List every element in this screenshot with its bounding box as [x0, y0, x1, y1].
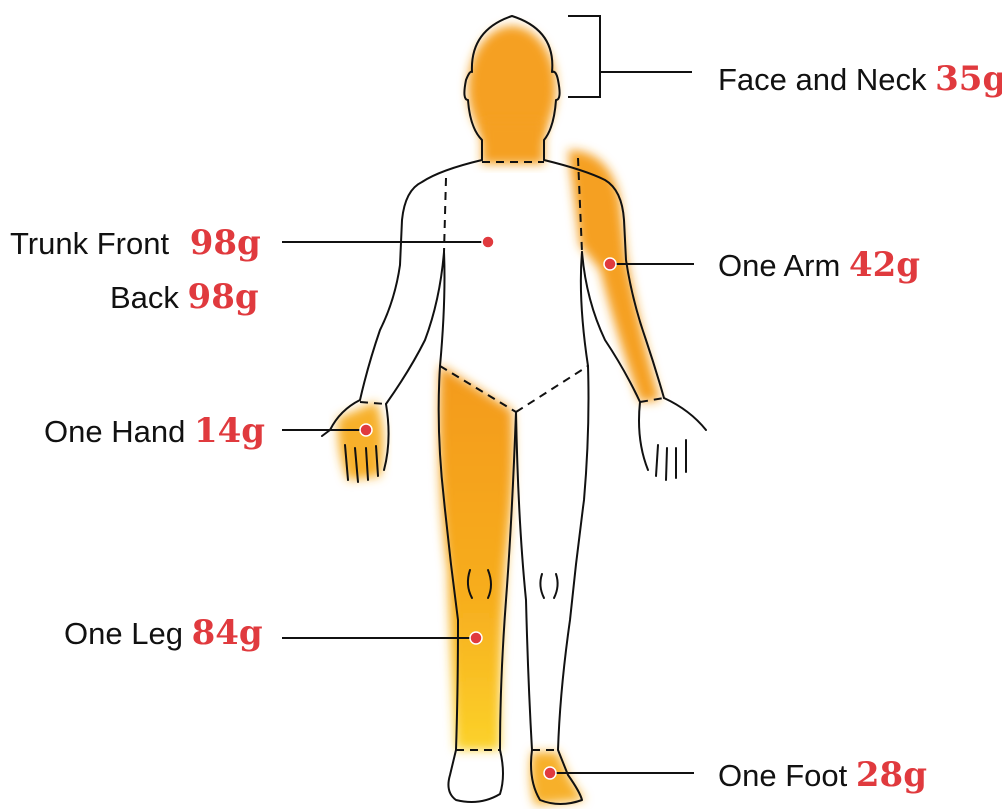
- trunk-front-value: 98g: [190, 223, 261, 263]
- arm-dot: [604, 258, 616, 270]
- one-leg-value: 84g: [192, 613, 263, 653]
- highlight-regions: [338, 26, 660, 805]
- right-leg-outline: [516, 366, 589, 804]
- foot-dot: [544, 767, 556, 779]
- trunk-front-name: Trunk Front: [10, 226, 169, 261]
- leg-dot: [470, 632, 482, 644]
- neck-highlight: [482, 120, 544, 164]
- one-leg-name: One Leg: [64, 616, 183, 651]
- groin-right-border: [516, 366, 588, 412]
- hand-highlight: [338, 402, 383, 480]
- trunk-dot: [482, 236, 494, 248]
- hand-dot: [360, 424, 372, 436]
- face-neck-bracket: [568, 16, 692, 97]
- right-knee: [540, 574, 557, 598]
- one-hand-value: 14g: [194, 411, 265, 451]
- hip-outline: [440, 252, 588, 366]
- one-arm-value: 42g: [849, 245, 920, 285]
- inner-arm-left: [386, 252, 444, 404]
- face-neck-name: Face and Neck: [718, 62, 927, 97]
- one-foot-value: 28g: [856, 755, 927, 795]
- chest-left-border: [444, 178, 446, 252]
- back-name: Back: [110, 280, 179, 315]
- one-foot-name: One Foot: [718, 758, 847, 793]
- face-neck-label: Face and Neck 35g: [718, 62, 1002, 96]
- face-neck-value: 35g: [935, 59, 1002, 99]
- one-leg-label: One Leg 84g: [64, 616, 263, 650]
- right-hand-outline: [639, 398, 706, 480]
- one-foot-label: One Foot 28g: [718, 758, 927, 792]
- one-hand-label: One Hand 14g: [44, 414, 265, 448]
- back-value: 98g: [188, 277, 259, 317]
- one-arm-label: One Arm 42g: [718, 248, 920, 282]
- one-arm-name: One Arm: [718, 248, 840, 283]
- back-label: Back 98g: [110, 280, 259, 314]
- trunk-front-label: Trunk Front 98g: [10, 226, 261, 260]
- one-hand-name: One Hand: [44, 414, 185, 449]
